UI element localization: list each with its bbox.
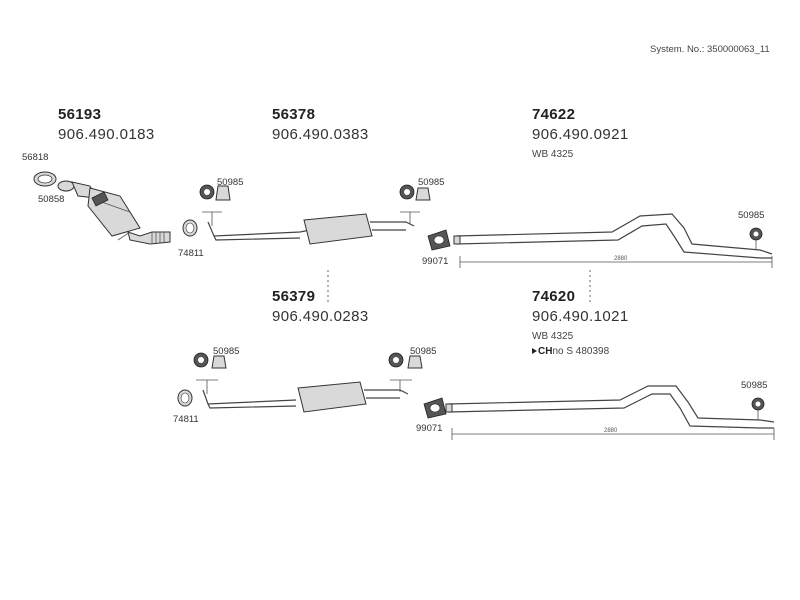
reference-number-56193: 906.490.0183 [58, 126, 155, 143]
rear-pipe-stub [370, 221, 415, 231]
hanger-hole [753, 231, 759, 237]
callout-50985-d: 50985 [213, 346, 240, 357]
clamp-hole [433, 235, 445, 245]
dimension-label-top: 2880 [614, 256, 628, 262]
note-74620: WB 4325 [532, 331, 574, 342]
callout-99071-top: 99071 [422, 256, 449, 267]
hanger-bracket-b [415, 187, 431, 201]
front-pipe-bottom [202, 389, 297, 409]
part-number-56379: 56379 [272, 288, 316, 305]
converter-body [87, 187, 141, 237]
clamp-99071-bottom [423, 397, 447, 419]
flex-pipe [127, 231, 171, 245]
centre-muffler-56378 [303, 213, 373, 245]
tail-pipe-top-lower [455, 223, 772, 259]
part-number-56378: 56378 [272, 106, 316, 123]
tail-pipe-bottom-lower [447, 393, 774, 429]
callout-50985-f: 50985 [741, 380, 768, 391]
tail-pipe-assembly-bottom [445, 385, 775, 440]
dimension-label-bottom: 2880 [604, 428, 618, 434]
callout-50985-b: 50985 [418, 177, 445, 188]
front-pipe [207, 221, 311, 241]
hanger-hole [404, 189, 410, 195]
arrow-icon [532, 348, 537, 354]
system-number: System. No.: 350000063_11 [650, 44, 770, 55]
country-note-74620: CHno S 480398 [532, 346, 609, 357]
hanger-rod-d [196, 379, 218, 394]
callout-74811-top: 74811 [178, 248, 204, 259]
clamp-inner [180, 392, 190, 404]
hanger-hole [393, 357, 399, 363]
hanger-bracket-d [211, 355, 227, 369]
callout-50858: 50858 [38, 194, 65, 205]
hanger-rod-a [202, 211, 222, 226]
callout-99071-bottom: 99071 [416, 423, 443, 434]
tail-pipe-top-upper [455, 213, 773, 255]
reference-number-74620: 906.490.1021 [532, 308, 629, 325]
clamp-inner [185, 222, 195, 234]
leader-line [117, 231, 131, 241]
reference-number-74622: 906.490.0921 [532, 126, 629, 143]
reference-number-56378: 906.490.0383 [272, 126, 369, 143]
callout-56818: 56818 [22, 152, 49, 163]
clamp-hole [429, 403, 441, 413]
gasket-50858 [57, 180, 75, 192]
part-number-56193: 56193 [58, 106, 102, 123]
hanger-hole [198, 357, 204, 363]
hanger-hole [755, 401, 761, 407]
country-flag: CH [538, 346, 553, 357]
note-74622: WB 4325 [532, 149, 574, 160]
callout-50985-e: 50985 [410, 346, 437, 357]
country-note-text: no S 480398 [552, 346, 610, 357]
catalytic-converter-assembly [33, 171, 171, 245]
hanger-hole [204, 189, 210, 195]
hanger-bracket-e [407, 355, 423, 369]
tail-pipe-bottom-upper [447, 385, 775, 423]
centre-muffler-assembly-top [182, 184, 431, 245]
heat-shield [91, 191, 109, 207]
pipe-inlet-bottom [445, 403, 453, 413]
hanger-rod-b [400, 211, 420, 224]
part-number-74620: 74620 [532, 288, 576, 305]
flex-pipe-ribs [151, 232, 165, 243]
part-number-74622: 74622 [532, 106, 576, 123]
pipe-inlet-top [453, 235, 461, 245]
centre-muffler-assembly-bottom [177, 352, 423, 413]
centre-muffler-56379 [297, 381, 367, 413]
clamp-99071-top [427, 229, 451, 251]
clamp-ring-inner [37, 174, 53, 184]
hanger-rod-e [390, 379, 412, 392]
reference-number-56379: 906.490.0283 [272, 308, 369, 325]
tail-pipe-assembly-top [453, 213, 773, 268]
hanger-bracket-a [215, 185, 231, 201]
callout-50985-a: 50985 [217, 177, 244, 188]
callout-74811-bottom: 74811 [173, 414, 199, 425]
rear-pipe-stub-bottom [364, 389, 409, 399]
callout-50985-c: 50985 [738, 210, 765, 221]
